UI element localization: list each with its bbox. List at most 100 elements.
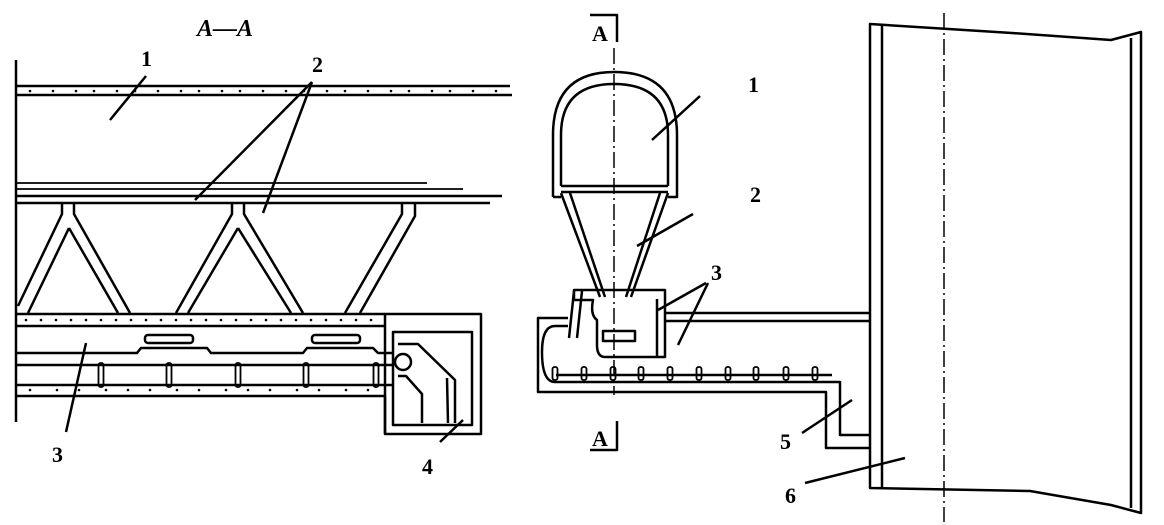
concrete-dot (148, 388, 152, 392)
concrete-dot (294, 318, 298, 322)
chain-pin (97, 362, 105, 388)
label-1: 1 (141, 46, 152, 71)
scraper-conveyor (16, 312, 483, 436)
column (868, 13, 1143, 522)
concrete-dot (84, 318, 88, 322)
concrete-dot (28, 388, 32, 392)
concrete-dot (144, 318, 148, 322)
section-title: A—A (195, 16, 253, 42)
sprocket (393, 352, 413, 372)
label-4: 4 (422, 454, 433, 479)
section-marker-top: A (592, 21, 608, 46)
chain-pin (234, 362, 242, 388)
concrete-dot (114, 318, 118, 322)
concrete-dot (220, 89, 224, 93)
concrete-dot (295, 388, 299, 392)
concrete-dot (197, 388, 201, 392)
concrete-dot (219, 318, 223, 322)
concrete-dot (234, 318, 238, 322)
concrete-dot (55, 388, 59, 392)
concrete-dot (69, 318, 73, 322)
chain-pin (811, 366, 819, 381)
concrete-dot (175, 388, 179, 392)
concrete-dot (317, 388, 321, 392)
concrete-dot (104, 388, 108, 392)
concrete-dot (494, 89, 498, 93)
concrete-dot (115, 89, 119, 93)
concrete-dot (51, 89, 55, 93)
label-3: 3 (52, 442, 63, 467)
side-view: A A (536, 13, 1143, 522)
concrete-dot (448, 89, 452, 93)
concrete-dot (284, 89, 288, 93)
concrete-dot (344, 388, 348, 392)
concrete-dot (261, 89, 265, 93)
concrete-dot (54, 318, 58, 322)
concrete-dot (197, 89, 201, 93)
label-6: 6 (785, 483, 796, 508)
section-view-a-a: A—A (14, 16, 512, 479)
chain-pin (752, 366, 760, 381)
label-3: 3 (711, 260, 722, 285)
chain-pin (165, 362, 173, 388)
concrete-dot (366, 388, 370, 392)
chain-pin (609, 366, 617, 381)
concrete-dot (159, 318, 163, 322)
concrete-dot (268, 388, 272, 392)
chain-pin (580, 366, 588, 381)
concrete-dot (246, 388, 250, 392)
concrete-dot (224, 388, 228, 392)
concrete-dot (279, 318, 283, 322)
bin-hood (551, 70, 679, 199)
concrete-dot (156, 89, 160, 93)
concrete-dot (99, 318, 103, 322)
concrete-dot (430, 89, 434, 93)
feeder-carriage (567, 288, 667, 359)
chain-pin (666, 366, 674, 381)
concrete-dot (339, 318, 343, 322)
concrete-dot (366, 89, 370, 93)
concrete-dot (126, 388, 130, 392)
chain-pin (782, 366, 790, 381)
concrete-dot (77, 388, 81, 392)
concrete-dot (28, 89, 32, 93)
concrete-dot (174, 318, 178, 322)
concrete-dot (471, 89, 475, 93)
concrete-dot (74, 89, 78, 93)
truss (16, 182, 502, 314)
chain-pin (695, 366, 703, 381)
chain-pin (724, 366, 732, 381)
chain-pin (302, 362, 310, 388)
carriage-wheel (143, 333, 195, 345)
section-marker-bottom: A (592, 426, 608, 451)
concrete-dot (189, 318, 193, 322)
trough (536, 311, 870, 450)
chain-pin (551, 366, 559, 381)
concrete-dot (324, 318, 328, 322)
concrete-dot (179, 89, 183, 93)
funnel (559, 192, 670, 298)
concrete-dot (325, 89, 329, 93)
concrete-dot (309, 318, 313, 322)
carriage-wheel (310, 333, 362, 345)
concrete-dot (369, 318, 373, 322)
concrete-dot (204, 318, 208, 322)
concrete-dot (39, 318, 43, 322)
label-2: 2 (750, 182, 761, 207)
concrete-dot (389, 89, 393, 93)
bin-slab (16, 84, 512, 97)
concrete-dot (129, 318, 133, 322)
concrete-dot (92, 89, 96, 93)
label-1: 1 (748, 72, 759, 97)
label-2: 2 (312, 52, 323, 77)
concrete-dot (24, 318, 28, 322)
label-5: 5 (780, 429, 791, 454)
concrete-dot (407, 89, 411, 93)
concrete-dot (249, 318, 253, 322)
concrete-dot (238, 89, 242, 93)
chain-pin (372, 362, 380, 388)
concrete-dot (354, 318, 358, 322)
chain-pin (637, 366, 645, 381)
